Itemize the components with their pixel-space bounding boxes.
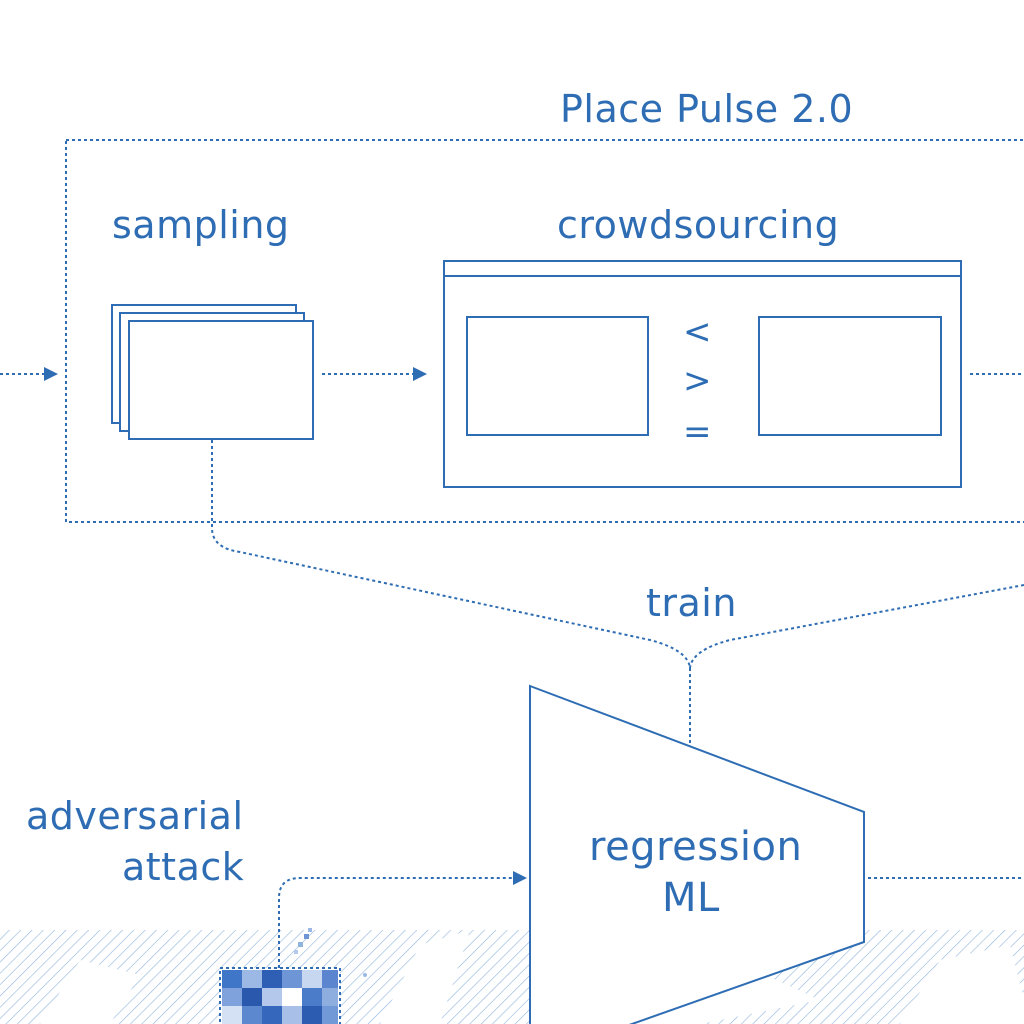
adversarial-label-line2: attack [122, 845, 244, 889]
less-than-choice: < [683, 312, 712, 352]
crowdsourcing-window [443, 260, 962, 488]
right-image-panel [758, 316, 942, 436]
adversarial-patch [219, 967, 341, 1024]
left-image-panel [466, 316, 649, 436]
regression-label-line1: regression [589, 824, 802, 870]
greater-than-choice: > [683, 361, 712, 401]
regression-model-shape [529, 684, 865, 1024]
adversarial-connector [278, 877, 512, 968]
regression-label-line2: ML [662, 875, 720, 921]
sampling-label: sampling [112, 203, 290, 247]
train-connector-left [211, 440, 691, 669]
street-image-hatching [0, 930, 1024, 1024]
train-connector-right [689, 584, 1024, 669]
place-pulse-title: Place Pulse 2.0 [560, 87, 853, 131]
place-pulse-group [65, 139, 1024, 523]
train-label: train [646, 581, 737, 625]
sampled-images-stack [111, 304, 314, 440]
equals-choice: = [683, 412, 712, 452]
crowdsourcing-label: crowdsourcing [557, 203, 839, 247]
adversarial-label-line1: adversarial [26, 794, 244, 838]
noise-specks [294, 928, 367, 977]
